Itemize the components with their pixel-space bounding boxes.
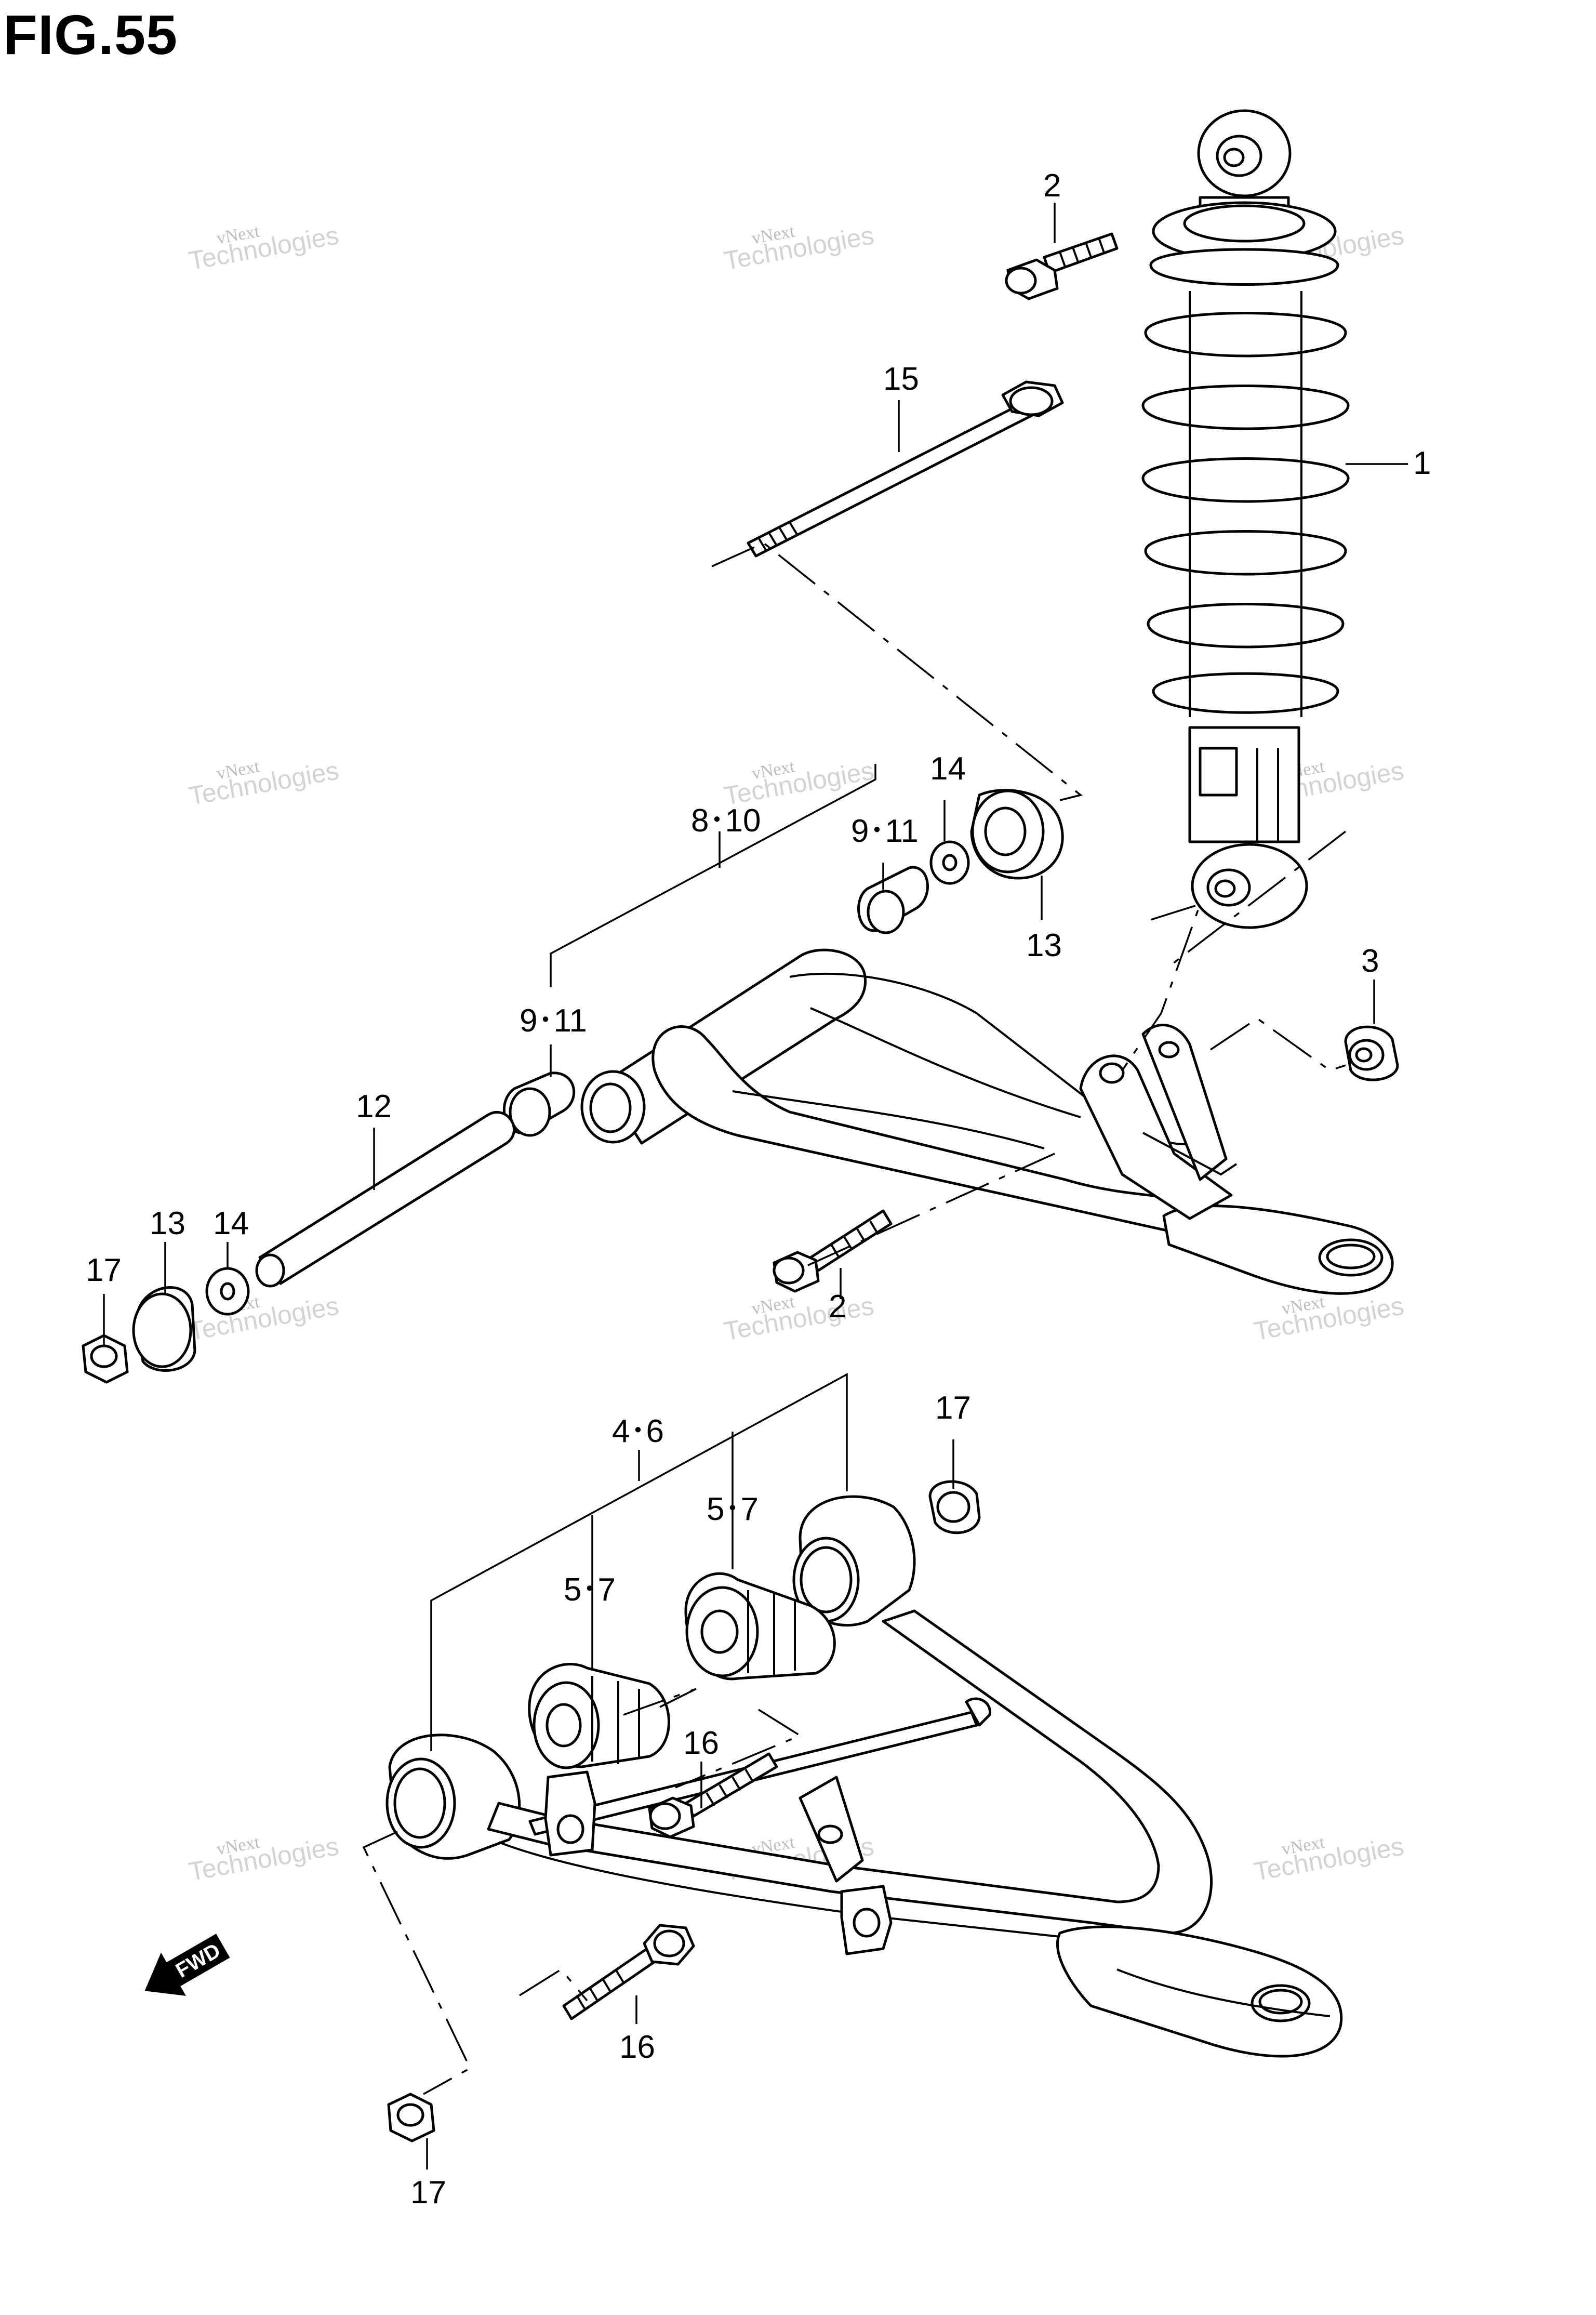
- watermark: Technologies vNext: [1252, 1831, 1406, 1886]
- watermark-line2: Technologies: [722, 220, 876, 275]
- leader-lines: [103, 203, 1408, 2170]
- fwd-arrow: FWD: [144, 1934, 230, 1996]
- bolt-16-upper: [648, 1752, 778, 1838]
- nut-17-right: [928, 1480, 981, 1534]
- shock-absorber: [1141, 109, 1350, 929]
- lower-arm: [385, 1495, 1343, 2058]
- callout-8-10: 8･10: [691, 803, 761, 839]
- bolt-16-lower: [562, 1924, 695, 2020]
- callout-2-mid: 2: [829, 1289, 846, 1325]
- upper-arm: [580, 948, 1394, 1295]
- callout-16-lower: 16: [619, 2029, 655, 2065]
- callout-17-left: 17: [86, 1252, 122, 1288]
- watermark-line2: Technologies: [722, 1291, 876, 1346]
- upper-arm-hardware: [82, 789, 1064, 1384]
- callout-13-right: 13: [1026, 928, 1062, 963]
- watermark: Technologies vNext: [722, 756, 876, 811]
- bolt-2-top: [1005, 232, 1119, 300]
- callout-15: 15: [883, 361, 919, 397]
- nut-3: [1344, 1025, 1399, 1081]
- watermark: Technologies vNext: [187, 220, 341, 275]
- watermark-line2: Technologies: [187, 220, 341, 275]
- callouts: 1 2 15 14 8･10 9･11 13 3 9･11 12 13 14 1…: [86, 168, 1431, 2211]
- callout-17-right: 17: [935, 1390, 971, 1426]
- watermark: Technologies vNext: [187, 756, 341, 811]
- watermark-line2: Technologies: [1252, 1291, 1406, 1346]
- callout-4-6: 4･6: [612, 1413, 664, 1449]
- callout-3: 3: [1361, 943, 1379, 979]
- bushing-5-7-lower: [528, 1663, 670, 1769]
- callout-1: 1: [1413, 445, 1431, 481]
- nut-17-bottom: [387, 2093, 435, 2142]
- figure-title: FIG.55: [3, 3, 178, 66]
- callout-14-left: 14: [213, 1206, 249, 1241]
- callout-14-right: 14: [930, 751, 966, 787]
- callout-2-top: 2: [1043, 168, 1061, 204]
- callout-13-left: 13: [150, 1206, 185, 1241]
- callout-5-7-lower: 5･7: [564, 1572, 616, 1608]
- bolt-2-mid: [773, 1209, 893, 1293]
- callout-5-7-upper: 5･7: [707, 1491, 759, 1527]
- callout-9-11-right: 9･11: [851, 813, 919, 849]
- long-bolt-15: [747, 380, 1064, 558]
- bushing-5-7-upper: [684, 1572, 836, 1681]
- watermark: Technologies vNext: [722, 220, 876, 275]
- watermark-line2: Technologies: [187, 756, 341, 811]
- watermark-line2: Technologies: [1252, 1831, 1406, 1886]
- callout-17-bottom: 17: [410, 2175, 446, 2211]
- callout-12: 12: [356, 1089, 392, 1125]
- coil-spring: [1141, 248, 1350, 717]
- watermark: Technologies vNext: [187, 1831, 341, 1886]
- callout-16-upper: 16: [683, 1725, 719, 1761]
- callout-9-11-left: 9･11: [520, 1003, 587, 1039]
- watermark-line2: Technologies: [187, 1831, 341, 1886]
